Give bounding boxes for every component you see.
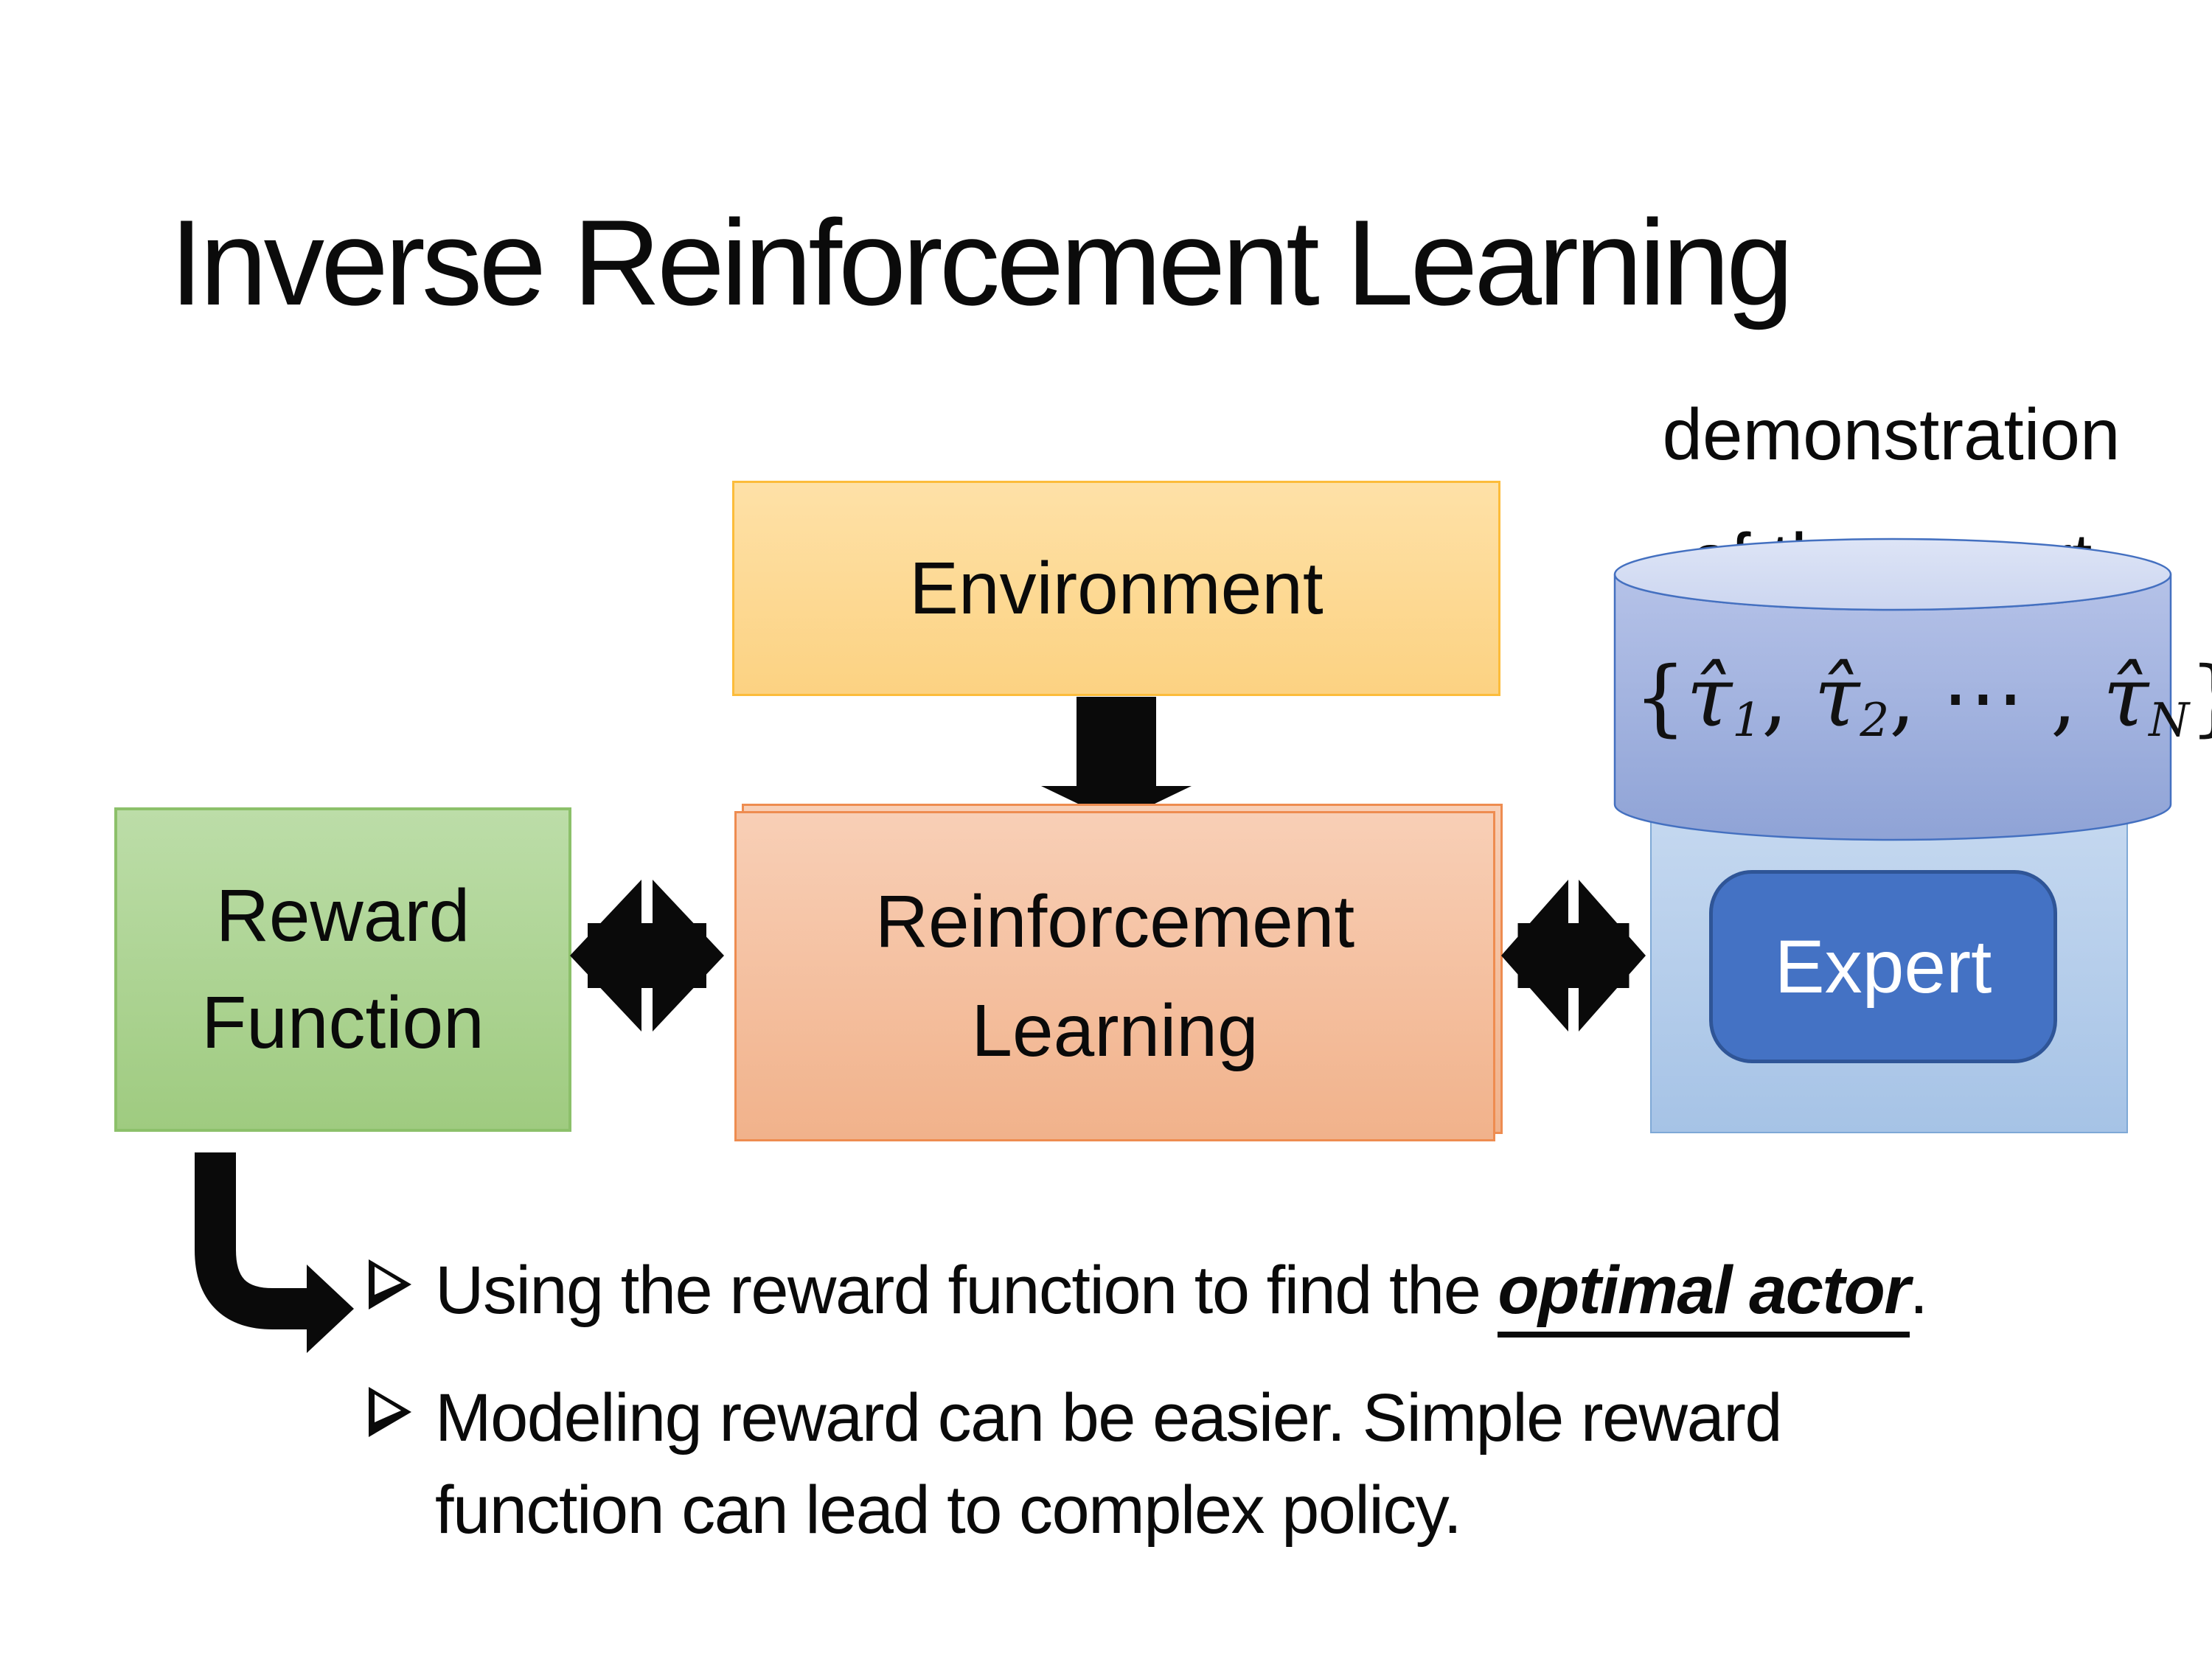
expert-label: Expert bbox=[1774, 924, 1992, 1009]
tau-hat-1: τ̂ bbox=[1686, 650, 1733, 745]
expert-box: Expert bbox=[1709, 870, 2057, 1063]
bullet-text: Using the reward function to find the op… bbox=[435, 1245, 1928, 1338]
tau-hat-2: τ̂ bbox=[1814, 650, 1860, 745]
subscript-N: N bbox=[2149, 692, 2190, 747]
bullet-arrow-icon bbox=[367, 1258, 413, 1311]
bullet-arrow-icon bbox=[367, 1385, 413, 1439]
reinforcement-learning-box: Reinforcement Learning bbox=[734, 811, 1495, 1141]
ellipsis: ⋯ bbox=[1941, 650, 2025, 745]
bullet-text: Modeling reward can be easier. Simple re… bbox=[435, 1380, 1783, 1548]
reward-function-label: Reward Function bbox=[201, 874, 484, 1064]
page-title: Inverse Reinforcement Learning bbox=[170, 195, 1794, 330]
environment-box: Environment bbox=[732, 481, 1500, 696]
bullet-list: Using the reward function to find the op… bbox=[367, 1245, 2174, 1557]
environment-label: Environment bbox=[909, 546, 1324, 630]
down-arrow-icon bbox=[1041, 697, 1192, 822]
brace-open: { bbox=[1634, 650, 1687, 745]
optimal-actor-emphasis: optimal actor bbox=[1498, 1253, 1910, 1338]
bent-arrow-icon bbox=[195, 1152, 354, 1353]
reinforcement-learning-label: Reinforcement Learning bbox=[874, 880, 1355, 1072]
tau-hat-N: τ̂ bbox=[2103, 650, 2149, 745]
double-arrow-left-icon bbox=[570, 880, 724, 1032]
reward-function-box: Reward Function bbox=[114, 807, 571, 1132]
bullet-item-modeling-reward: Modeling reward can be easier. Simple re… bbox=[367, 1372, 2174, 1557]
double-arrow-right-icon bbox=[1501, 880, 1646, 1032]
subscript-1: 1 bbox=[1732, 692, 1762, 747]
brace-close: } bbox=[2189, 650, 2212, 745]
demonstration-annotation-line1: demonstration bbox=[1662, 394, 2121, 475]
demonstration-database-cylinder bbox=[1613, 538, 2172, 841]
subscript-2: 2 bbox=[1860, 692, 1890, 747]
trajectory-set-label: {τ̂1, τ̂2, ⋯ , τ̂N} bbox=[1634, 656, 2212, 747]
bullet-item-optimal-actor: Using the reward function to find the op… bbox=[367, 1245, 2174, 1338]
